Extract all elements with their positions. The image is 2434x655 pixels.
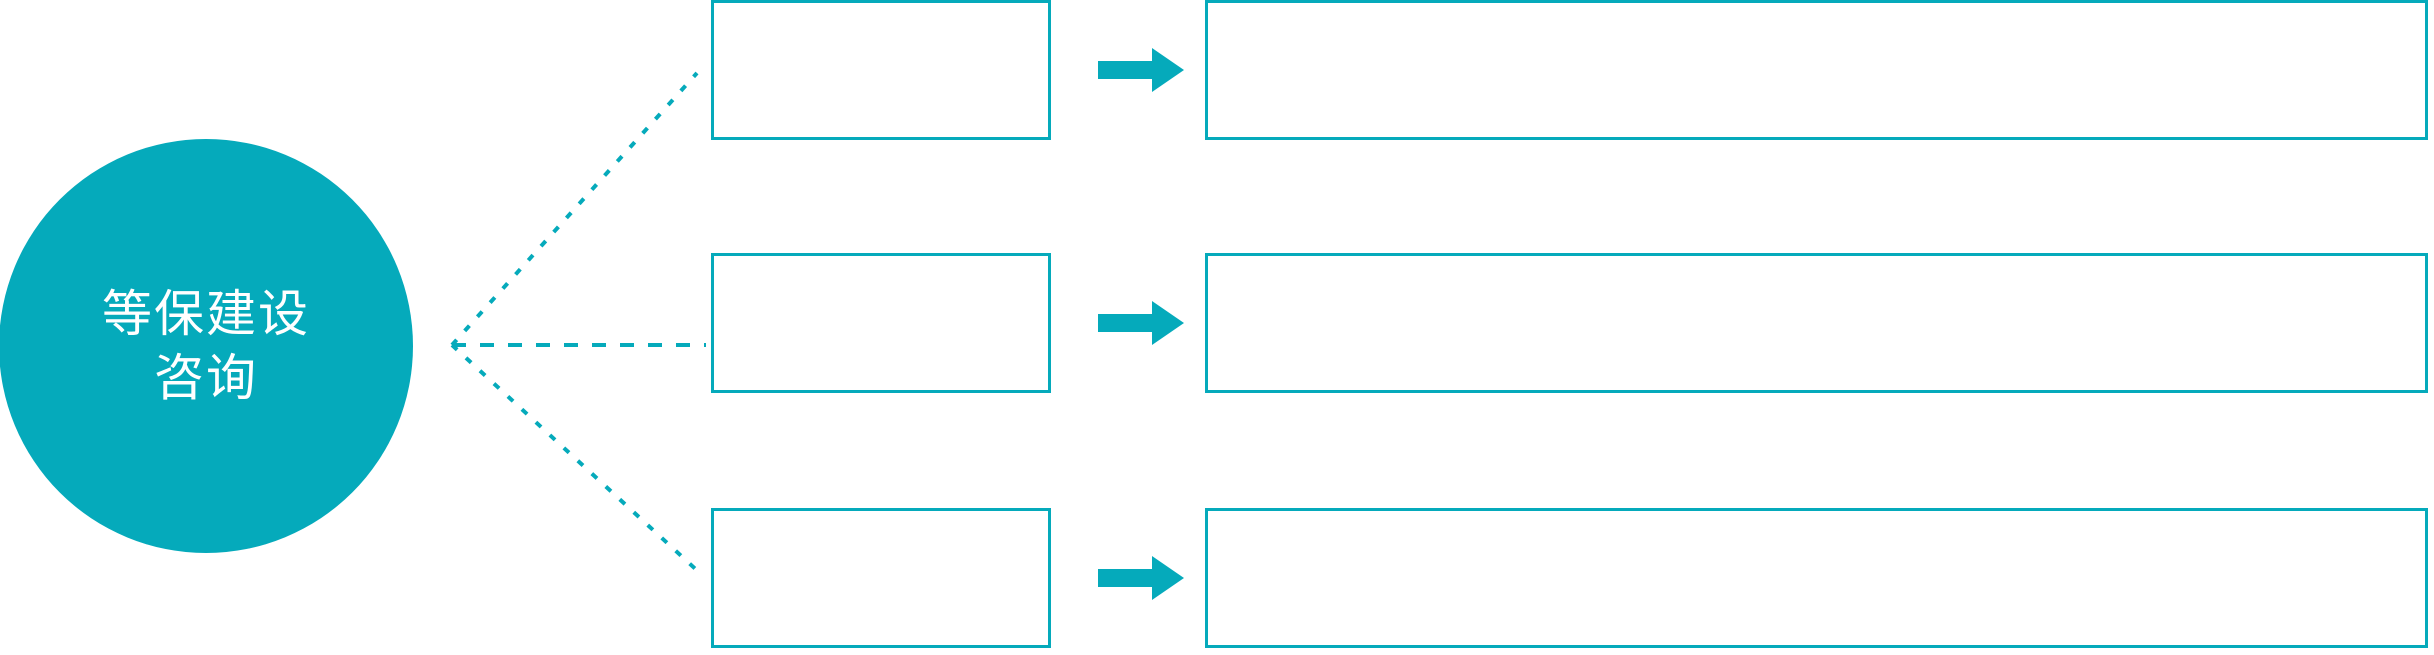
stage-box[interactable] [711, 0, 1051, 140]
arrow-right-icon [1098, 301, 1184, 345]
arrow-right-icon [1098, 556, 1184, 600]
diagram-row [0, 0, 2434, 145]
arrow-right-icon [1098, 48, 1184, 92]
diagram-row [0, 253, 2434, 398]
detail-box[interactable] [1205, 253, 2428, 393]
stage-box[interactable] [711, 253, 1051, 393]
stage-box[interactable] [711, 508, 1051, 648]
hub-label: 等保建设 咨询 [102, 285, 310, 407]
detail-box[interactable] [1205, 0, 2428, 140]
hub-circle[interactable]: 等保建设 咨询 [0, 139, 413, 553]
diagram-row [0, 508, 2434, 653]
detail-box[interactable] [1205, 508, 2428, 648]
